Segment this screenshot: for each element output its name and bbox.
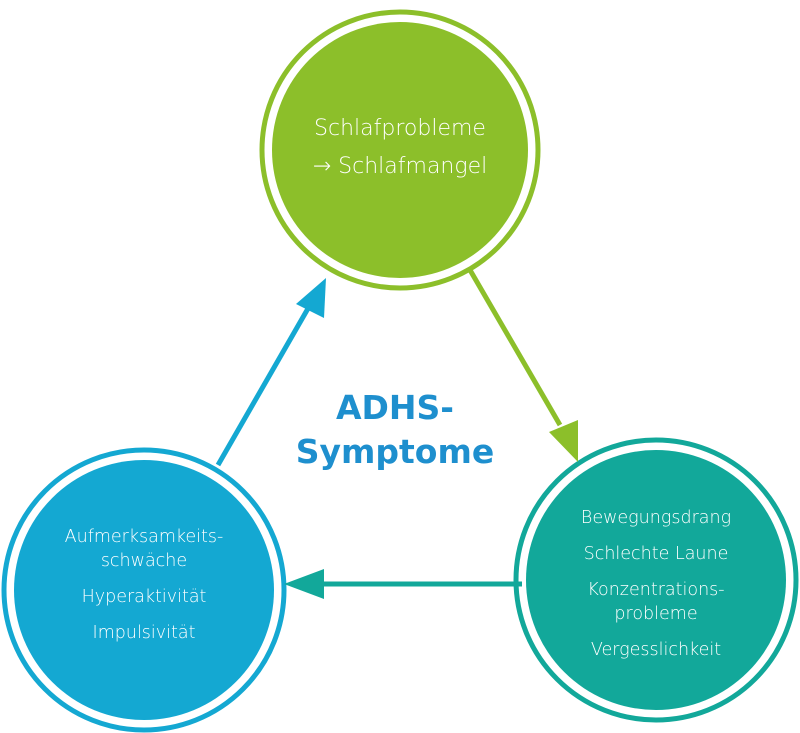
node-right-item1: Bewegungsdrang — [580, 508, 732, 528]
center-title-line1: ADHS- — [335, 388, 454, 427]
node-left-outer-ring — [1, 447, 287, 733]
node-top-outer-ring — [259, 9, 541, 291]
node-top-circle — [272, 22, 528, 278]
node-top-line2: → Schlafmangel — [312, 154, 488, 179]
arrow-left-to-top — [215, 278, 326, 467]
center-title-line2: Symptome — [295, 432, 495, 471]
node-right-circle — [526, 450, 786, 710]
arrow-top-to-right-shaft — [467, 268, 563, 427]
node-right-item3-part1: Konzentrations- — [587, 580, 725, 600]
node-left-item3: Impulsivität — [92, 623, 196, 643]
node-right-text: Bewegungsdrang Schlechte Laune Konzentra… — [548, 506, 764, 662]
node-right-item4: Vergesslichkeit — [590, 640, 722, 660]
node-left — [1, 447, 287, 733]
node-top-line1: Schlafprobleme — [314, 116, 486, 141]
node-left-item2: Hyperaktivität — [81, 587, 207, 607]
node-right-outer-ring — [513, 437, 799, 723]
arrow-left-to-top-shaft — [215, 303, 313, 467]
center-title: ADHS- Symptome — [270, 386, 520, 474]
arrow-top-to-right — [467, 268, 578, 462]
arrow-right-to-left — [284, 569, 522, 599]
node-left-text: Aufmerksamkeits- schwäche Hyperaktivität… — [36, 525, 252, 645]
node-top — [259, 9, 541, 291]
node-right — [513, 437, 799, 723]
arrow-right-to-left-head — [284, 569, 324, 599]
arrow-top-to-right-head — [549, 420, 578, 462]
node-left-item1-part1: Aufmerksamkeits- — [64, 527, 224, 547]
node-right-item2: Schlechte Laune — [583, 544, 729, 564]
node-right-item3-part2: probleme — [614, 604, 698, 624]
arrow-left-to-top-head — [296, 278, 326, 318]
node-left-item1-part2: schwäche — [100, 551, 188, 571]
node-top-text: Schlafprobleme → Schlafmangel — [285, 110, 515, 186]
node-left-circle — [14, 460, 274, 720]
